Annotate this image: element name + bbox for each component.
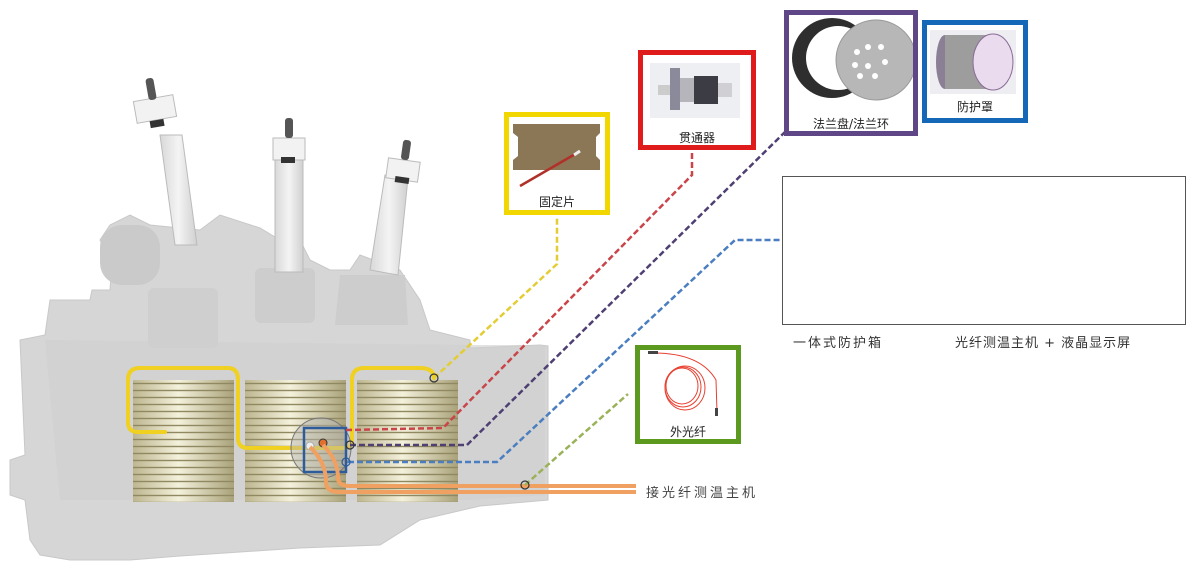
output-to-host-label: 接光纤测温主机	[646, 486, 759, 501]
flange-image	[792, 18, 917, 101]
probe-magnifier	[290, 417, 352, 479]
callout-protective-cover: 防护罩	[922, 20, 1028, 123]
fixing-piece-label: 固定片	[538, 195, 575, 209]
monitoring-system-frame	[782, 176, 1186, 325]
callout-external-fiber: 外光纤	[635, 345, 741, 444]
feedthrough-label: 贯通器	[678, 131, 715, 145]
callout-flange: 法兰盘/法兰环	[784, 10, 918, 136]
winding-coils	[133, 380, 458, 502]
leader-flange	[350, 131, 786, 447]
bushing-left	[132, 77, 218, 348]
bushing-right	[335, 139, 421, 325]
external-fiber-image	[648, 351, 718, 416]
bushing-middle	[255, 118, 315, 323]
output-fiber-lower	[308, 445, 636, 494]
callout-feedthrough: 贯通器	[638, 50, 756, 150]
fixing-piece-image	[513, 124, 600, 188]
callout-fixing-piece: 固定片	[504, 112, 610, 215]
protective-cover-label: 防护罩	[956, 100, 993, 114]
leader-system	[348, 238, 782, 464]
feedthrough-image	[650, 63, 740, 118]
cabinet-caption: 一体式防护箱	[793, 336, 884, 351]
host-caption: 光纤测温主机 + 液晶显示屏	[955, 336, 1132, 351]
output-fiber-upper	[321, 443, 636, 488]
internal-fiber-yellow	[126, 366, 436, 450]
flange-label: 法兰盘/法兰环	[812, 117, 890, 131]
protective-cover-image	[930, 30, 1016, 94]
external-fiber-label: 外光纤	[669, 425, 706, 439]
leader-fixing-piece	[433, 216, 559, 379]
conservator-tank	[100, 225, 160, 285]
leader-feedthrough	[345, 150, 694, 432]
leader-external-fiber	[524, 393, 629, 486]
